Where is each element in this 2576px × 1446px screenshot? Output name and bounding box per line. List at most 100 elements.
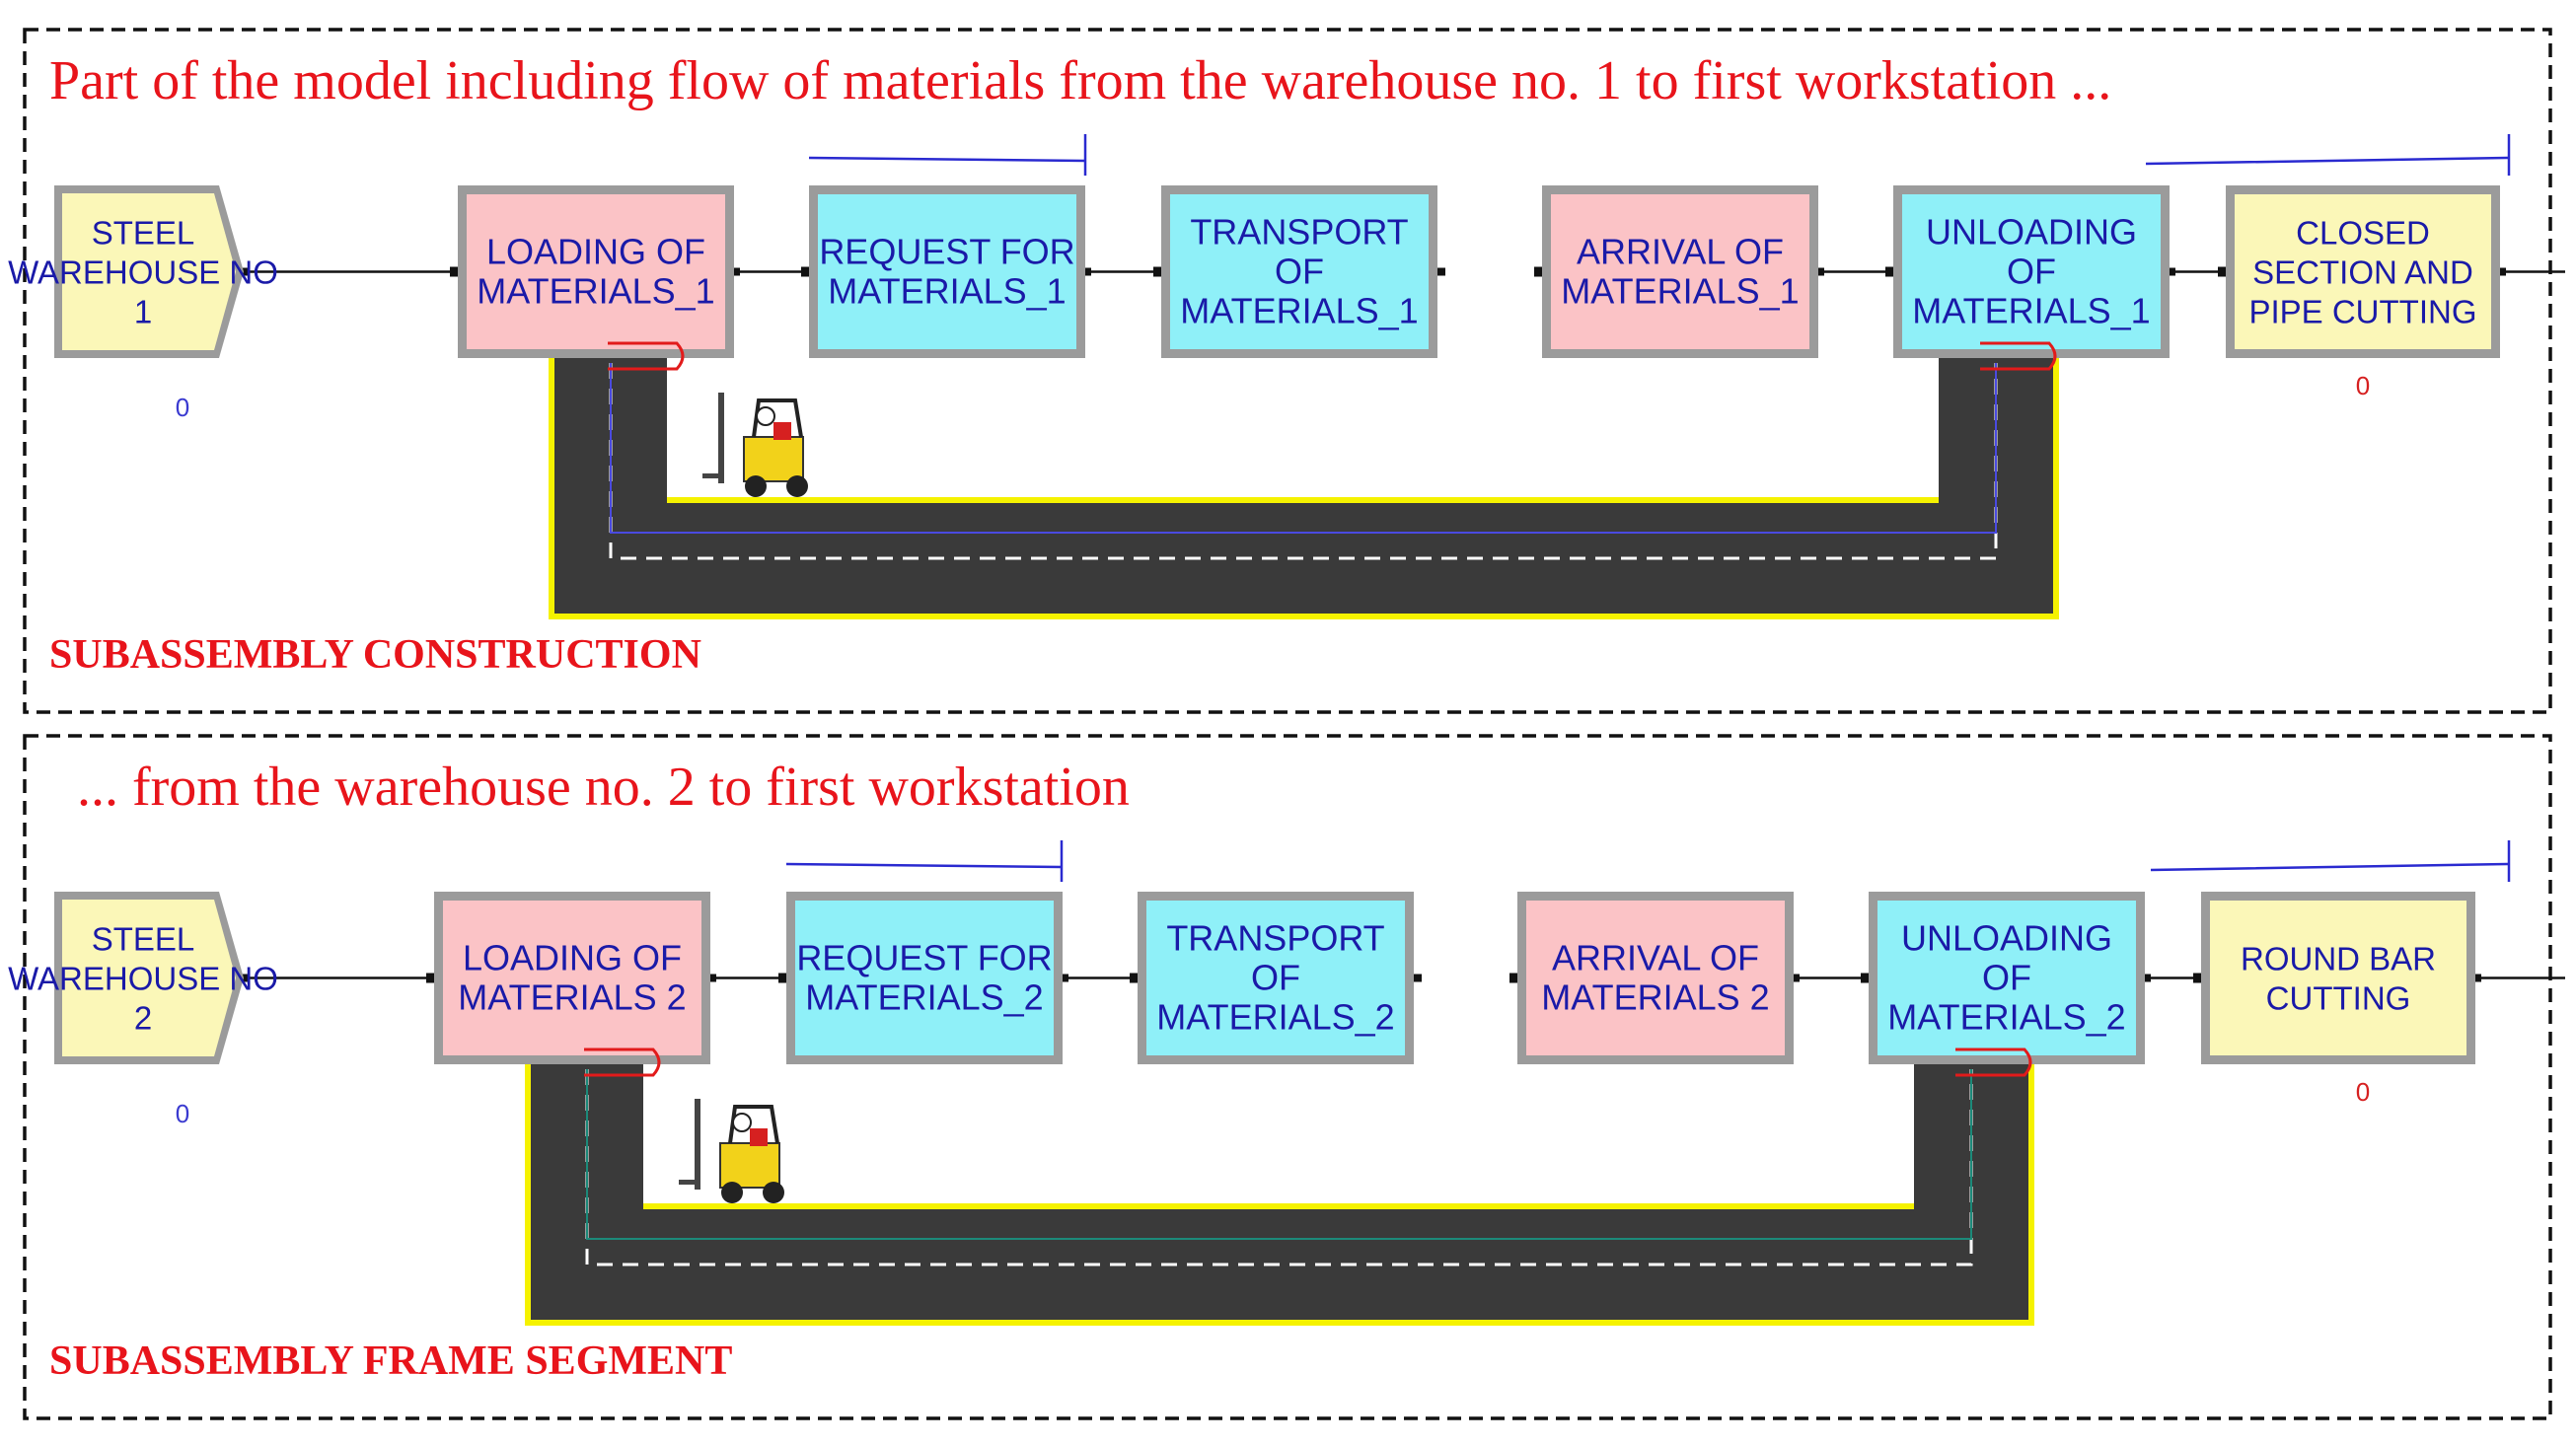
panel-heading: ... from the warehouse no. 2 to first wo… [77, 757, 1130, 818]
block-label-line: MATERIALS_1 [1561, 271, 1799, 312]
block-label-line: MATERIALS_2 [1887, 997, 2125, 1038]
connector-entry-point [1130, 973, 1138, 983]
connectors [242, 266, 2565, 277]
path-guide [610, 363, 1997, 534]
block-face [818, 194, 1076, 349]
connector-exit-point [242, 267, 250, 276]
connector-entry-point [2218, 266, 2226, 277]
connector-entry-point [1861, 973, 1869, 983]
forklift-mast [695, 1099, 700, 1190]
connector-exit-point [2168, 267, 2175, 276]
block-label-line: REQUEST FOR [819, 232, 1074, 272]
connector-exit-point [1816, 267, 1824, 276]
block-label-line: WAREHOUSE NO [8, 254, 278, 291]
forklift-icon [702, 393, 808, 497]
transport-exit-point [1437, 267, 1445, 276]
block-label-line: PIPE CUTTING [2248, 294, 2476, 330]
block-label-line: MATERIALS_1 [1912, 291, 2150, 331]
block-face [2210, 901, 2466, 1055]
connector-exit-point [732, 267, 740, 276]
block-label-line: OF [1275, 252, 1324, 292]
connector-entry-point [801, 266, 809, 277]
counter-created: 0 [176, 393, 189, 422]
block-label-line: UNLOADING [1901, 918, 2112, 959]
block-label-line: MATERIALS_2 [805, 977, 1043, 1018]
block-face [1526, 901, 1785, 1055]
forklift-body [743, 436, 804, 482]
connector-exit-point [1061, 974, 1068, 982]
panel-heading: Part of the model including flow of mate… [49, 50, 2111, 111]
path-asphalt [554, 353, 2053, 614]
block-label-line: ARRIVAL OF [1552, 938, 1759, 978]
forklift-fork [702, 473, 724, 478]
forklift-seat [750, 1128, 768, 1146]
block-label-line: UNLOADING [1926, 212, 2137, 253]
block-label-line: CLOSED [2296, 215, 2430, 252]
block-label-line: REQUEST FOR [796, 938, 1052, 978]
transporter-path [525, 1059, 2034, 1326]
block-label-line: MATERIALS 2 [1541, 977, 1769, 1018]
block-face [2235, 194, 2491, 349]
path-guide [586, 1069, 1972, 1240]
arrival-entry-point [1534, 266, 1542, 277]
panel-2: ... from the warehouse no. 2 to first wo… [8, 734, 2565, 1420]
forklift-body [719, 1142, 780, 1189]
block-label-line: STEEL [92, 921, 195, 958]
forklift-driver [756, 406, 775, 426]
panel-frame [23, 734, 2552, 1420]
block-label-line: STEEL [92, 215, 195, 252]
connector-exit-point [1083, 267, 1091, 276]
block-face [443, 901, 701, 1055]
block-label-line: OF [1251, 958, 1300, 998]
transporter-path [549, 353, 2059, 619]
path-asphalt [531, 1059, 2028, 1320]
request-indicator-line [785, 840, 1064, 882]
forklift-seat [773, 422, 791, 440]
block-face [1146, 901, 1405, 1055]
block-face [1902, 194, 2161, 349]
block-label-line: LOADING OF [463, 938, 682, 978]
block-label-line: LOADING OF [486, 232, 705, 272]
forklift-driver [732, 1113, 752, 1132]
block-label-line: MATERIALS_1 [1180, 291, 1418, 331]
connector-exit-point [1792, 974, 1800, 982]
block-label-line: OF [1982, 958, 2031, 998]
connector-exit-point [708, 974, 716, 982]
request-indicator-line [808, 134, 1087, 176]
connector-entry-point [426, 973, 434, 983]
block-label-line: CUTTING [2266, 980, 2411, 1017]
connector-entry-point [778, 973, 786, 983]
forklift-mast [718, 393, 724, 483]
storage-marker [608, 341, 685, 371]
block-label-line: ROUND BAR [2241, 941, 2436, 977]
connector-entry-point [2193, 973, 2201, 983]
connectors [242, 973, 2565, 983]
block-face [1551, 194, 1809, 349]
storage-marker [1955, 1048, 2032, 1077]
storage-marker [1980, 341, 2057, 371]
connector-exit-point [2498, 267, 2506, 276]
block-label-line: TRANSPORT [1190, 212, 1408, 253]
forklift-icon [679, 1099, 784, 1203]
connector-entry-point [1153, 266, 1161, 277]
unloading-indicator-line [2150, 840, 2511, 882]
block-label-line: WAREHOUSE NO [8, 961, 278, 997]
forklift-wheel [786, 475, 808, 497]
block-label-line: TRANSPORT [1166, 918, 1384, 959]
block-label-line: OF [2007, 252, 2056, 292]
block-label-line: MATERIALS_1 [477, 271, 714, 312]
panel-frame [23, 28, 2552, 714]
counter-created: 0 [176, 1099, 189, 1128]
connector-exit-point [2143, 974, 2151, 982]
block-label-line: MATERIALS_1 [828, 271, 1066, 312]
